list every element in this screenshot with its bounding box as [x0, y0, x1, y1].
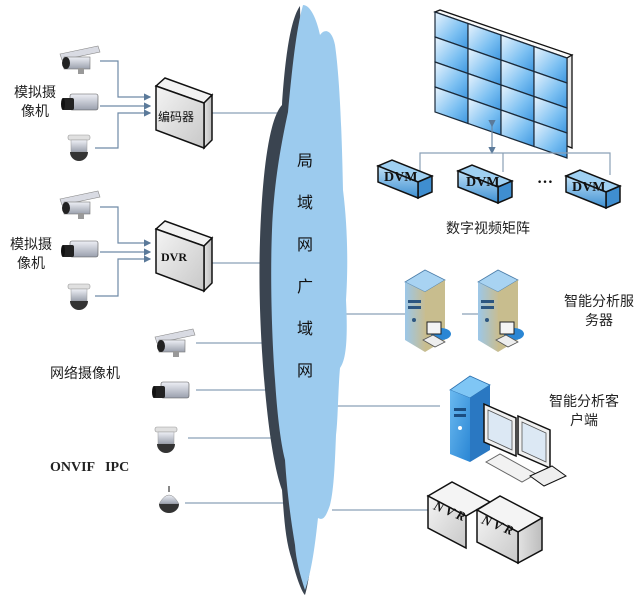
- dvm-label-3: DVM: [572, 180, 606, 195]
- dvm-label-2: DVM: [466, 175, 500, 190]
- nvr-units: [426, 481, 544, 565]
- analog-dome-camera-1: [67, 134, 91, 161]
- client-label: 智能分析客 户端: [549, 394, 619, 429]
- servers-label: 智能分析服 务器: [564, 294, 634, 329]
- dvm-bus: [419, 152, 611, 175]
- analog-dome-camera-2: [67, 283, 91, 310]
- ip-dome-camera: [154, 426, 178, 453]
- analysis-servers: [404, 269, 524, 352]
- analog-bullet-camera-1: [59, 45, 101, 74]
- network-cloud: [259, 5, 348, 595]
- analog-box-camera-1: [61, 93, 99, 111]
- server-1: [404, 269, 451, 352]
- server-2: [477, 269, 524, 352]
- ip-box-camera: [152, 381, 190, 399]
- dvm-label-1: DVM: [384, 170, 418, 185]
- dvm-unit: [376, 159, 434, 200]
- dvm-units: [376, 159, 622, 210]
- cameras: [59, 45, 196, 513]
- analog-group-1-arrows: [95, 60, 152, 149]
- cloud-body: [271, 5, 348, 590]
- encoder-device: [154, 77, 214, 150]
- analog-group-2-arrows: [95, 206, 152, 297]
- dvr-device: [154, 220, 214, 293]
- dvm-ellipsis: …: [537, 170, 553, 187]
- video-wall-cell: [533, 120, 568, 159]
- ip-speed-dome-camera: [158, 486, 180, 513]
- analog-box-camera-2: [61, 240, 99, 258]
- analog-bullet-camera-2: [59, 190, 101, 219]
- ip-camera-label: 网络摄像机: [50, 366, 120, 382]
- network-cloud-label: 局 域 网 广 域 网: [296, 151, 313, 380]
- onvif-ipc-label: ONVIF IPC: [50, 460, 130, 475]
- connection-lines: [185, 112, 480, 511]
- video-wall: [433, 9, 574, 159]
- encoder-label: 编码器: [158, 110, 195, 124]
- analog-camera-label-2: 模拟摄 像机: [10, 237, 52, 272]
- analysis-client: [449, 375, 567, 487]
- analog-camera-label-1: 模拟摄 像机: [14, 85, 56, 120]
- dvr-label: DVR: [161, 250, 187, 264]
- dvm-unit: [564, 169, 622, 210]
- dvm-unit: [456, 164, 514, 205]
- ip-bullet-camera: [154, 328, 196, 357]
- matrix-label: 数字视频矩阵: [446, 221, 530, 237]
